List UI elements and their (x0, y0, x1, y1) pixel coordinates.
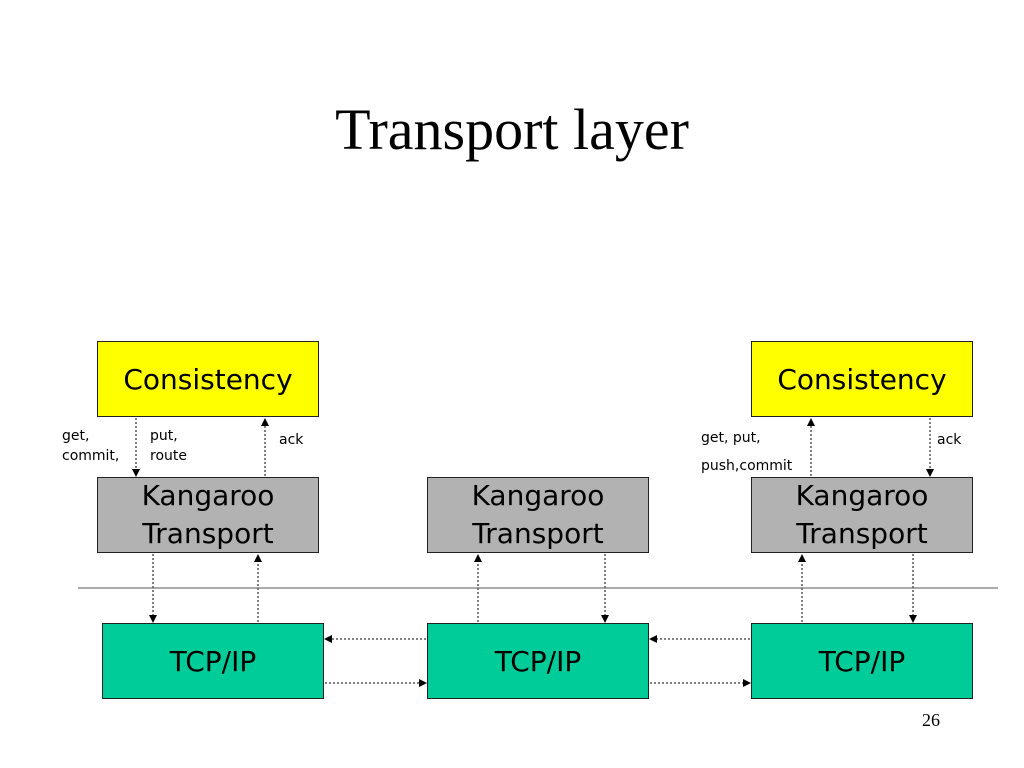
label-right-push-commit: push,commit (701, 458, 793, 474)
kangaroo-transport-box-right: Kangaroo Transport (751, 477, 973, 553)
kangaroo-label-line1: Kangaroo (471, 479, 605, 512)
label-left-get-commit: get, commit, (62, 426, 119, 466)
label-left-ack: ack (279, 432, 304, 448)
slide-title: Transport layer (335, 97, 689, 162)
tcpip-box-left: TCP/IP (102, 623, 324, 699)
label-left-commit: commit, (62, 448, 120, 464)
label-right-get-put-push-commit: get, put, push,commit (701, 424, 792, 480)
label-left-get: get, (62, 428, 90, 444)
label-left-route: route (150, 448, 187, 464)
consistency-box-right: Consistency (751, 341, 973, 417)
kangaroo-transport-box-left: Kangaroo Transport (97, 477, 319, 553)
label-left-put: put, (150, 428, 178, 444)
page-number: 26 (922, 710, 940, 730)
kangaroo-transport-box-middle: Kangaroo Transport (427, 477, 649, 553)
consistency-box-left: Consistency (97, 341, 319, 417)
label-right-get-put: get, put, (701, 430, 761, 446)
label-right-ack: ack (937, 432, 962, 448)
tcpip-box-middle: TCP/IP (427, 623, 649, 699)
kangaroo-label-line1: Kangaroo (795, 479, 929, 512)
kangaroo-label-line2: Transport (472, 517, 604, 550)
label-left-put-route: put, route (150, 426, 187, 466)
kangaroo-label-line2: Transport (142, 517, 274, 550)
tcpip-box-right: TCP/IP (751, 623, 973, 699)
kangaroo-label-line2: Transport (796, 517, 928, 550)
kangaroo-label-line1: Kangaroo (141, 479, 275, 512)
